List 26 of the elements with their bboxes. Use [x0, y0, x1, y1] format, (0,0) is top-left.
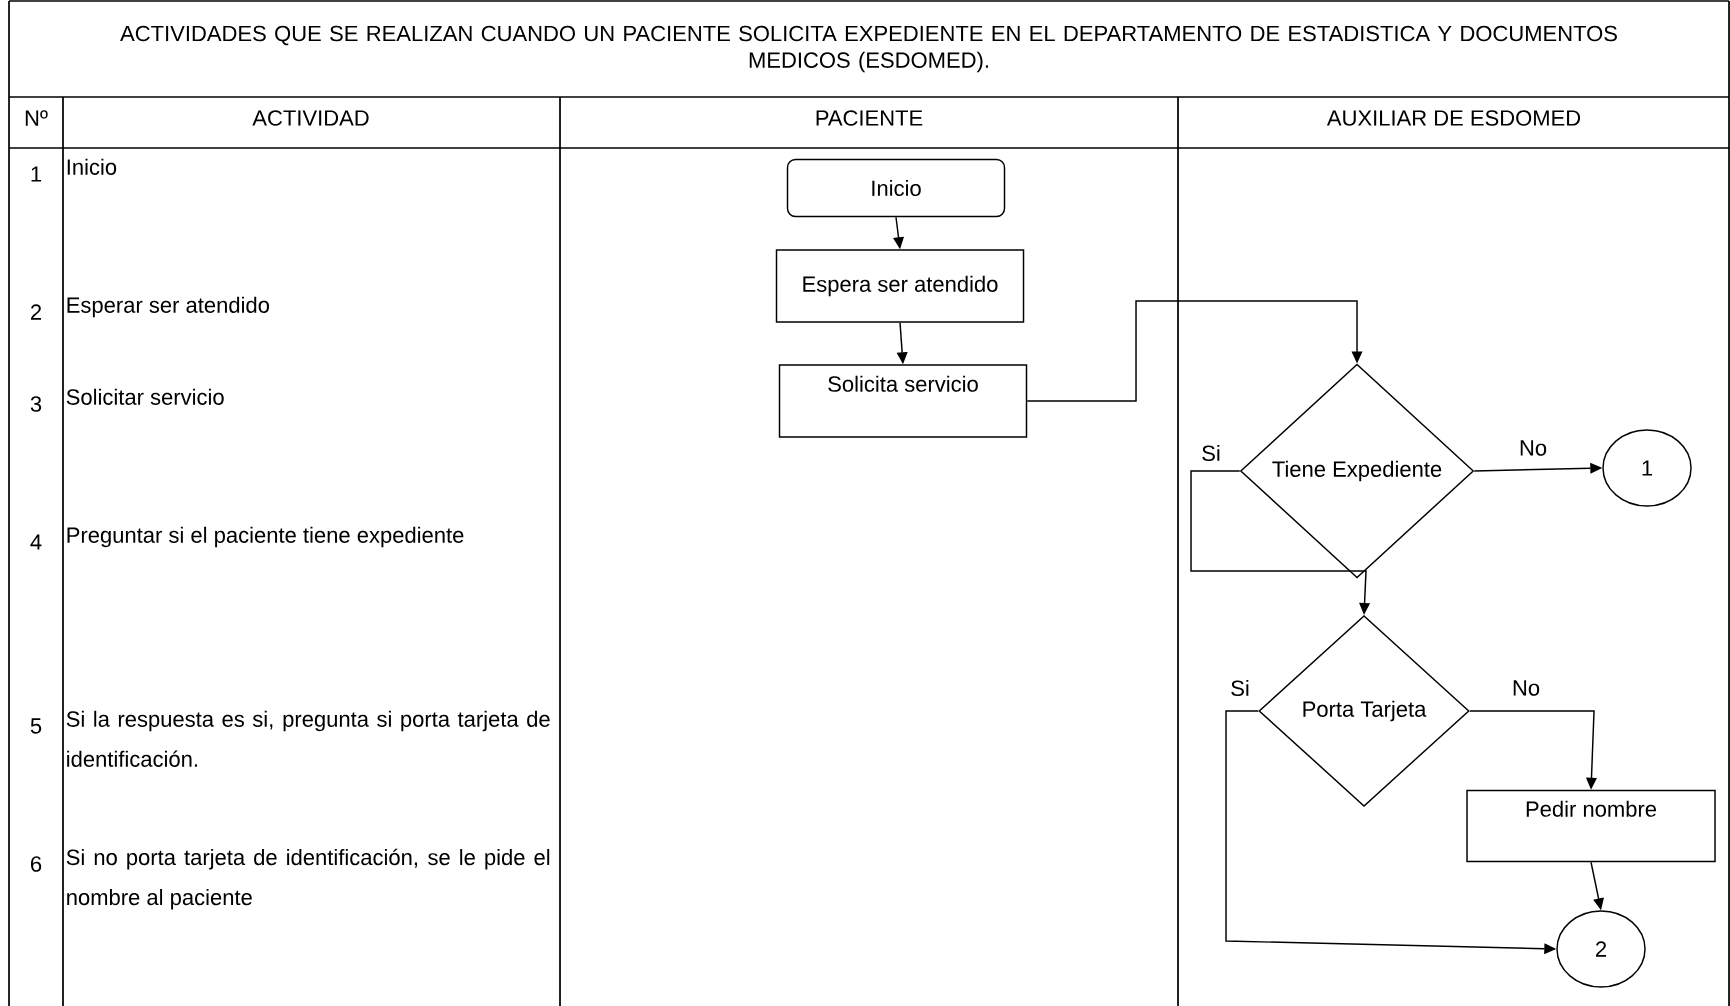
edge-label: No — [1510, 679, 1542, 697]
process-box: Solicita servicio — [778, 364, 1028, 438]
activity-text: Solicitar servicio — [66, 388, 224, 405]
header-cell: AUXILIAR DE ESDOMED — [1326, 110, 1581, 126]
arrow — [1026, 300, 1363, 402]
header-cell: PACIENTE — [816, 110, 923, 126]
activity-text: Si no porta tarjeta de identificación, se le pide el nombre al paciente — [66, 848, 550, 910]
row-number: 5 — [30, 718, 42, 734]
process-box: Pedir nombre — [1466, 789, 1716, 863]
edge-label: Si — [1228, 678, 1252, 698]
edge-label: No — [1517, 439, 1549, 457]
process-box: Espera ser atendido — [775, 249, 1025, 323]
activity-text: Inicio — [67, 158, 117, 175]
start-box: Inicio — [786, 158, 1006, 218]
row-number: 2 — [31, 304, 41, 320]
title-text: ACTIVIDADES QUE SE REALIZAN CUANDO UN PACIENTE SOLICITA EXPEDIENTE EN EL DEPARTAMENTO DE ESTADISTICA Y DOCUMENTOS MEDICOS (ESDOMED). — [120, 25, 1617, 73]
row-number: 1 — [31, 166, 42, 182]
activity-text: Esperar ser atendido — [67, 296, 269, 318]
edge-label: Si — [1199, 443, 1223, 463]
activity-text: Preguntar si el paciente tiene expediente — [67, 526, 464, 548]
row-number: 3 — [30, 396, 42, 412]
activity-text: Si la respuesta es si, pregunta si porta tarjeta de identificación. — [66, 710, 550, 767]
row-number: 6 — [31, 856, 42, 872]
header-cell: ACTIVIDAD — [252, 110, 369, 126]
header-cell: Nº — [25, 110, 48, 126]
row-number: 4 — [30, 534, 42, 550]
